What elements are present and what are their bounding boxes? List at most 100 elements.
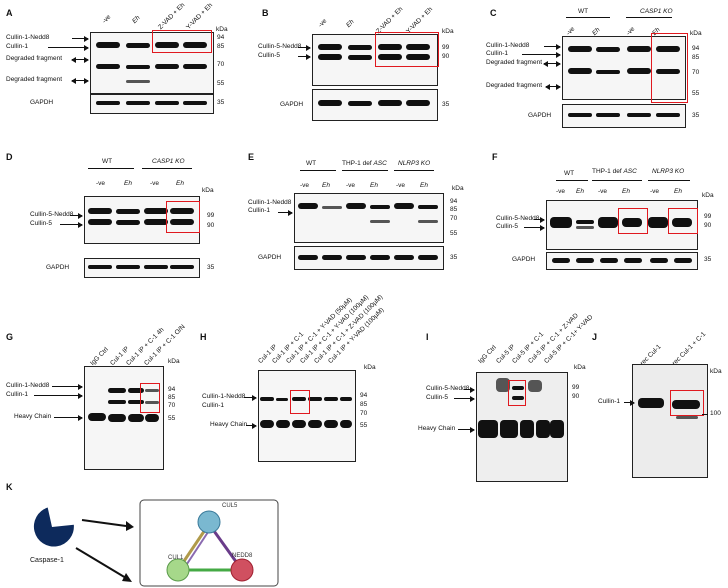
lane-label: Eh <box>576 188 584 195</box>
kda-label: kDa <box>364 364 376 371</box>
panel-a-letter: A <box>6 8 13 18</box>
lane-label: Eh <box>124 180 132 187</box>
blot-band <box>370 205 390 209</box>
group-label: NLRP3 KO <box>652 168 685 175</box>
band-label: Cullin-1-Nedd8 <box>6 34 50 41</box>
lane-label: rec Cul-1 + C-1 <box>671 330 708 367</box>
lane-label: IgG Ctrl <box>477 344 498 365</box>
kda-marker: 85 <box>168 394 176 401</box>
panel-e-letter: E <box>248 152 255 162</box>
lane-label: -ve <box>150 180 160 187</box>
gapdh-label: GAPDH <box>30 99 54 106</box>
lane-label: -ve <box>346 182 356 189</box>
band-label: Heavy Chain <box>210 421 248 428</box>
blot-band <box>512 386 524 390</box>
highlight-box <box>670 390 704 416</box>
marker-tick <box>702 414 708 415</box>
kda-marker: 85 <box>217 43 225 50</box>
blot-band <box>308 420 322 428</box>
group-underline <box>648 180 690 181</box>
gapdh-blot <box>546 252 698 270</box>
blot-band <box>478 420 498 438</box>
group-underline <box>556 180 588 181</box>
arrow-icon <box>34 392 83 399</box>
blot-band <box>144 265 168 269</box>
kda-marker: 85 <box>360 401 368 408</box>
blot-band <box>418 220 438 223</box>
blot-band <box>128 414 144 422</box>
lane-label: Eh <box>674 188 682 195</box>
band-label: Cullin-1 <box>6 43 29 50</box>
western-blot <box>294 193 444 243</box>
blot-band <box>418 205 438 209</box>
highlight-box <box>290 390 310 414</box>
blot-band <box>550 420 564 438</box>
kda-label: kDa <box>574 364 586 371</box>
blot-band <box>155 42 179 48</box>
blot-band <box>650 258 668 263</box>
lane-label: Y-VAD + Eh <box>185 1 215 32</box>
kda-label: kDa <box>690 30 702 37</box>
group-underline <box>592 180 642 181</box>
blot-band <box>116 209 140 214</box>
kda-label: kDa <box>702 192 714 199</box>
kda-marker: 90 <box>704 222 712 229</box>
kda-marker: 94 <box>217 34 225 41</box>
kda-label: kDa <box>168 358 180 365</box>
kda-marker: 35 <box>217 99 225 106</box>
band-label: Cullin-5 <box>258 52 281 59</box>
arrow-icon <box>524 224 545 231</box>
blot-band <box>145 401 159 404</box>
blot-band <box>292 397 306 401</box>
lane-label: -ve <box>396 182 406 189</box>
blot-band <box>260 420 274 428</box>
band-label: Cullin-1 <box>6 391 29 398</box>
arrow-icon <box>522 51 561 58</box>
blot-band <box>672 400 700 409</box>
kda-marker: 90 <box>442 53 450 60</box>
kda-marker: 94 <box>450 198 458 205</box>
group-underline <box>626 17 672 18</box>
gapdh-label: GAPDH <box>46 264 70 271</box>
blot-band <box>348 101 372 106</box>
blot-band <box>183 64 207 69</box>
group-underline <box>566 17 610 18</box>
pacman-icon <box>33 507 74 547</box>
blot-band <box>568 113 592 117</box>
panel-d-letter: D <box>6 152 13 162</box>
blot-band <box>128 388 144 393</box>
gapdh-label: GAPDH <box>258 254 282 261</box>
blot-band <box>128 400 144 404</box>
panel-c-letter: C <box>490 8 497 18</box>
kda-label: kDa <box>452 185 464 192</box>
kda-label: kDa <box>202 187 214 194</box>
double-arrow-icon <box>71 77 89 84</box>
blot-band <box>536 420 550 438</box>
blot-band <box>406 100 430 106</box>
panel-b-letter: B <box>262 8 269 18</box>
lane-label: -ve <box>650 188 660 195</box>
band-label: Degraded fragment <box>486 82 543 89</box>
blot-band <box>145 414 159 422</box>
blot-band <box>672 218 692 227</box>
arrow-icon <box>458 426 475 433</box>
highlight-box <box>166 201 200 233</box>
blot-band <box>370 255 390 260</box>
blot-band <box>340 397 352 401</box>
kda-marker: 85 <box>692 54 700 61</box>
blot-band <box>406 44 430 50</box>
blot-band <box>552 258 570 263</box>
blot-band <box>108 388 126 393</box>
arrow-icon <box>72 35 89 42</box>
band-label: Cullin-5-Nedd8 <box>426 385 470 392</box>
group-label: WT <box>102 158 113 165</box>
blot-band <box>324 397 338 401</box>
arrow-icon <box>244 394 257 401</box>
kda-marker: 70 <box>217 61 225 68</box>
kda-marker: 99 <box>704 213 712 220</box>
kda-marker: 99 <box>207 212 215 219</box>
band-label: Cullin-1-Nedd8 <box>6 382 50 389</box>
highlight-box <box>140 383 160 413</box>
kda-marker: 35 <box>704 256 712 263</box>
gapdh-blot <box>90 94 214 114</box>
